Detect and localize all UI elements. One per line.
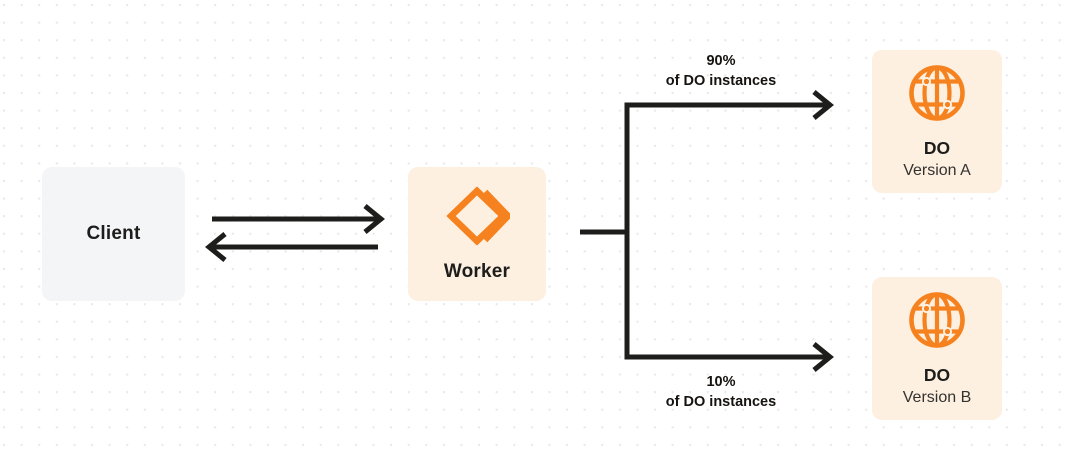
- node-do-a-label: DO: [923, 137, 951, 158]
- edge-label-do-b-text: of DO instances: [665, 393, 777, 410]
- node-do-version-a: DO Version A: [872, 50, 1002, 193]
- node-do-b-version: Version B: [902, 388, 972, 406]
- edge-label-do-b: 10% of DO instances: [596, 373, 846, 413]
- node-do-a-version: Version A: [903, 161, 971, 179]
- edge-label-do-b-percent: 10%: [706, 374, 736, 390]
- edge-label-do-a-percent: 90%: [706, 53, 736, 69]
- cloudflare-workers-icon: [446, 186, 510, 246]
- node-do-b-label: DO: [923, 364, 951, 385]
- edge-label-do-a-text: of DO instances: [665, 72, 777, 89]
- node-client-label: Client: [86, 223, 141, 245]
- edge-client-to-worker: [212, 204, 385, 234]
- edge-worker-to-do-b: [624, 232, 834, 372]
- globe-icon: [909, 292, 965, 348]
- edge-label-do-a: 90% of DO instances: [596, 52, 846, 92]
- node-do-version-b: DO Version B: [872, 277, 1002, 420]
- node-client: Client: [42, 167, 185, 301]
- node-worker-label: Worker: [443, 261, 511, 283]
- edge-worker-to-client: [205, 232, 378, 262]
- edge-worker-to-do-a: [624, 90, 834, 232]
- globe-icon: [909, 65, 965, 121]
- node-worker: Worker: [408, 167, 546, 301]
